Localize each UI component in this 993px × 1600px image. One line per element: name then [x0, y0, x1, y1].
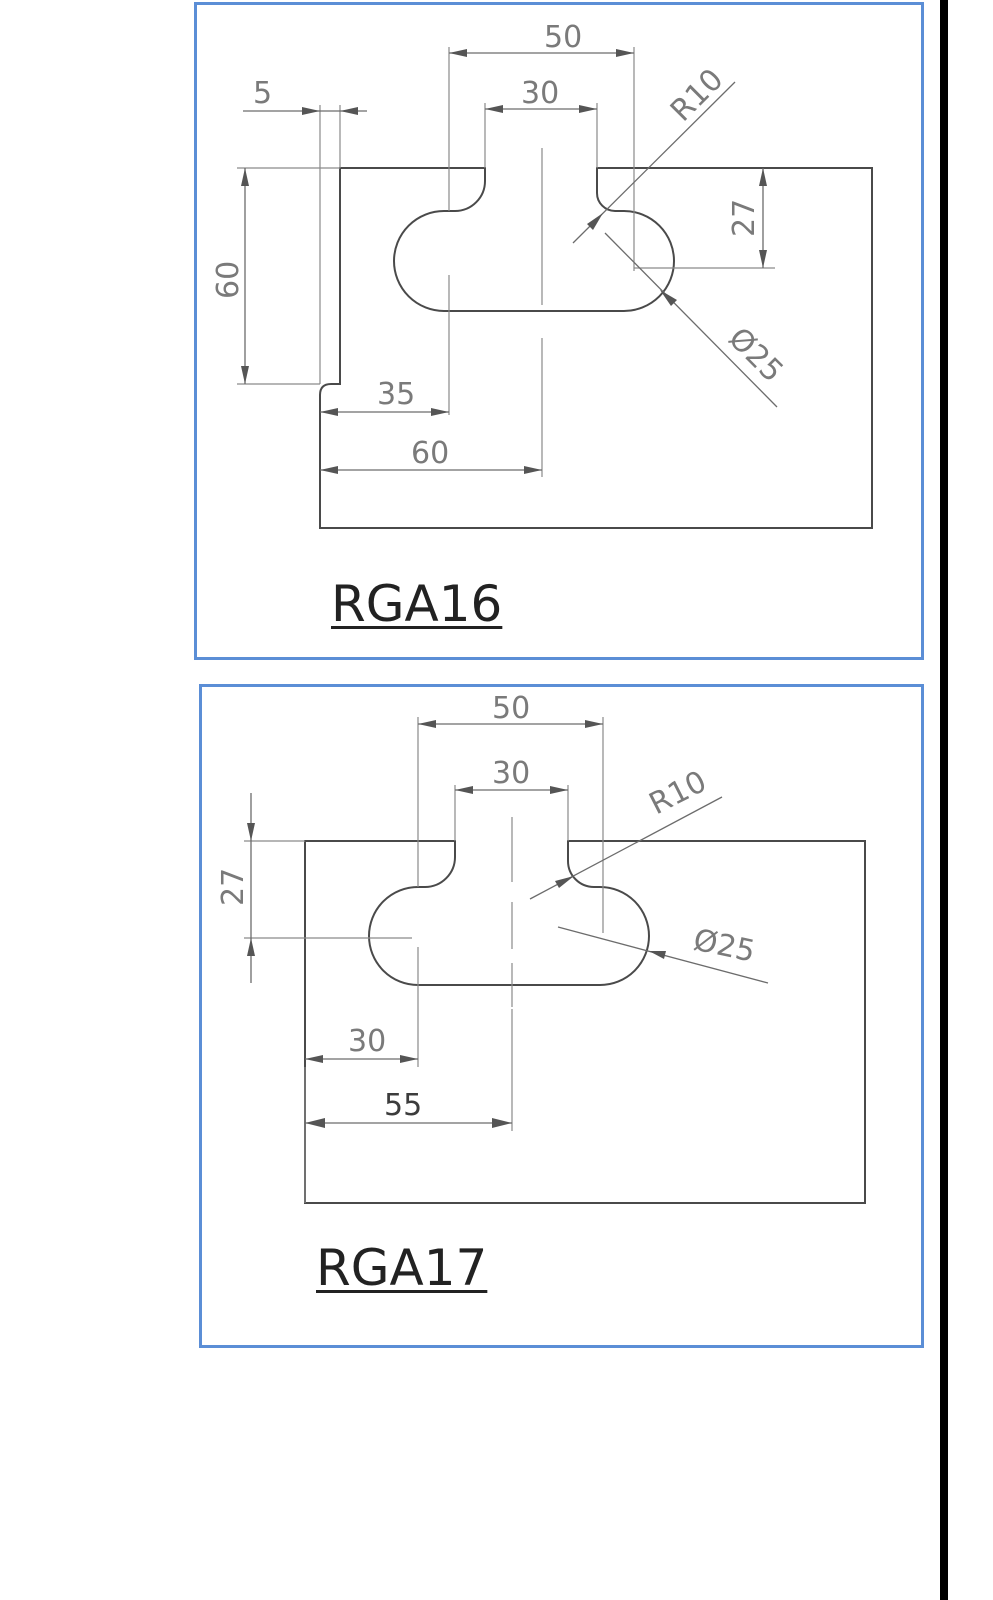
- dimension-label-30: 30: [492, 756, 530, 791]
- technical-drawing-rga17: 50 30 27 R10 Ø25 30 55: [216, 691, 866, 1204]
- arrowhead: [305, 1055, 323, 1063]
- arrowhead: [241, 168, 249, 186]
- arrowhead: [247, 938, 255, 956]
- arrowhead: [247, 823, 255, 841]
- arrowhead: [587, 213, 603, 230]
- arrowhead: [579, 105, 597, 113]
- extension-lines-30: [484, 103, 598, 168]
- arrowhead: [340, 107, 358, 115]
- leader-dia25: [604, 232, 778, 408]
- arrowhead: [550, 786, 568, 794]
- part-outline: [304, 840, 866, 1204]
- arrowhead: [305, 1118, 325, 1128]
- extension-lines-60v: [237, 167, 340, 385]
- extension-lines-30: [454, 785, 569, 841]
- arrowhead: [660, 290, 677, 306]
- dimension-label-27: 27: [216, 868, 251, 906]
- part-outline: [319, 167, 873, 529]
- dimension-label-dia25: Ø25: [721, 321, 789, 389]
- arrowhead: [431, 408, 449, 416]
- dimension-label-35: 35: [377, 377, 415, 412]
- page-edge-rule: [940, 0, 948, 1600]
- dimension-label-27: 27: [727, 199, 762, 237]
- arrowhead: [449, 49, 467, 57]
- dimension-label-30: 30: [521, 76, 559, 111]
- dimension-label-50: 50: [544, 20, 582, 55]
- arrowhead: [320, 466, 338, 474]
- dimension-label-60v: 60: [211, 261, 246, 299]
- dimension-label-55: 55: [384, 1088, 422, 1123]
- dimension-label-30h: 30: [348, 1024, 386, 1059]
- arrowhead: [759, 168, 767, 186]
- extension-lines-50: [417, 717, 604, 1067]
- arrowhead: [302, 107, 320, 115]
- drawing-panel-rga16: 50 30 5 60 27 R10 Ø25: [194, 2, 924, 660]
- technical-drawing-rga16: 50 30 5 60 27 R10 Ø25: [211, 20, 873, 529]
- arrowhead: [649, 951, 666, 959]
- arrowhead: [418, 720, 436, 728]
- arrowhead: [759, 250, 767, 268]
- drawing-panel-rga17: 50 30 27 R10 Ø25 30 55 RGA17: [199, 684, 924, 1348]
- dimension-label-60h: 60: [411, 436, 449, 471]
- drawing-label: RGA17: [316, 1239, 488, 1297]
- arrowhead: [455, 786, 473, 794]
- extension-lines-50: [448, 47, 635, 415]
- dimension-label-50: 50: [492, 691, 530, 726]
- drawing-label: RGA16: [331, 575, 503, 633]
- extension-lines-30h: [304, 1009, 513, 1203]
- arrowhead: [400, 1055, 418, 1063]
- dimension-label-r10: R10: [664, 62, 730, 128]
- arrowhead: [492, 1118, 512, 1128]
- extension-lines-27: [244, 840, 412, 939]
- dimension-label-5: 5: [253, 76, 272, 111]
- arrowhead: [485, 105, 503, 113]
- arrowhead: [585, 720, 603, 728]
- arrowhead: [555, 876, 574, 888]
- arrowhead: [616, 49, 634, 57]
- dimension-label-r10: R10: [644, 764, 712, 822]
- arrowhead: [524, 466, 542, 474]
- arrowhead: [241, 366, 249, 384]
- arrowhead: [320, 408, 338, 416]
- extension-lines-5: [319, 105, 341, 384]
- dimension-label-dia25: Ø25: [690, 923, 758, 970]
